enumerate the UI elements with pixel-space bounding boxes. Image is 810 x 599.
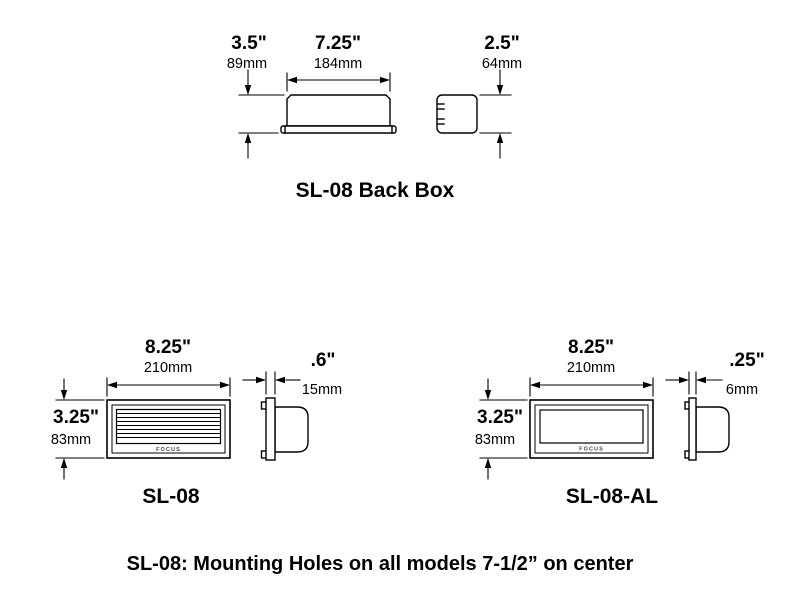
- sl08-depth-mm-label: 15mm: [302, 382, 342, 398]
- arrow-down-icon: [244, 85, 252, 95]
- sl08al-height-inch-label: 3.25": [477, 407, 523, 428]
- sl08al-inner-frame: [534, 404, 649, 454]
- sl08-width-mm-label: 210mm: [144, 360, 192, 376]
- sl08al-width-inch-label: 8.25": [568, 337, 614, 358]
- sl08-height-mm-label: 83mm: [51, 432, 91, 448]
- back-box-side-body: [436, 94, 478, 134]
- sl08-brand-label: FOCUS: [156, 447, 181, 453]
- arrow-right-icon: [643, 381, 653, 389]
- sl08-front-view: [106, 399, 231, 459]
- backbox-depth-mm-label: 64mm: [482, 56, 522, 72]
- mounting-holes-note: SL-08: Mounting Holes on all models 7-1/…: [127, 553, 634, 575]
- backbox-title: SL-08 Back Box: [296, 179, 455, 202]
- sl08-louver-frame: [115, 408, 222, 445]
- arrow-right-icon: [679, 376, 689, 384]
- backbox-depth-inch-label: 2.5": [484, 33, 519, 54]
- arrow-left-icon: [696, 376, 706, 384]
- arrow-up-icon: [60, 458, 68, 468]
- sl08al-height-mm-label: 83mm: [475, 432, 515, 448]
- arrow-left-icon: [107, 381, 117, 389]
- arrow-up-icon: [496, 133, 504, 143]
- sl08al-side-flange: [688, 397, 697, 461]
- sl08-height-dimension: [55, 378, 105, 480]
- sl08al-side-body: [695, 406, 730, 453]
- sl08al-aperture: [539, 409, 644, 444]
- sl08al-side-view: [684, 397, 730, 461]
- arrow-left-icon: [275, 376, 285, 384]
- arrow-right-icon: [256, 376, 266, 384]
- back-box-side-view: [436, 94, 478, 134]
- sl08al-height-dimension: [479, 378, 528, 480]
- backbox-height-inch-label: 3.5": [231, 33, 266, 54]
- back-box-front-view: [280, 94, 397, 134]
- arrow-down-icon: [496, 85, 504, 95]
- back-box-depth-dimension: [479, 69, 512, 159]
- arrow-right-icon: [220, 381, 230, 389]
- sl08al-depth-mm-label: 6mm: [726, 382, 758, 398]
- sl08al-depth-inch-label: .25": [729, 350, 764, 371]
- sl08-height-inch-label: 3.25": [53, 407, 99, 428]
- back-box-body: [286, 94, 391, 127]
- sl08-title: SL-08: [142, 485, 200, 508]
- arrow-down-icon: [484, 390, 492, 400]
- arrow-down-icon: [60, 390, 68, 400]
- arrow-right-icon: [380, 76, 390, 84]
- backbox-width-mm-label: 184mm: [314, 56, 362, 72]
- arrow-up-icon: [484, 458, 492, 468]
- sl08al-width-mm-label: 210mm: [567, 360, 615, 376]
- sl08-side-view: [260, 397, 309, 461]
- sl08al-width-dimension: [529, 377, 654, 397]
- backbox-width-inch-label: 7.25": [315, 33, 361, 54]
- arrow-up-icon: [244, 133, 252, 143]
- sl08al-depth-dimension: [665, 371, 723, 395]
- sl08-width-dimension: [106, 377, 231, 397]
- back-box-width-dimension: [286, 72, 391, 92]
- sl08-inner-frame: [111, 404, 226, 454]
- back-box-height-dimension: [238, 69, 285, 159]
- sl08-louver-slats: [116, 412, 221, 439]
- sl08-side-body: [274, 406, 309, 453]
- sl08-depth-dimension: [242, 371, 301, 395]
- back-box-lip: [280, 125, 397, 134]
- sl08al-front-view: [529, 399, 654, 459]
- sl08-depth-inch-label: .6": [311, 350, 336, 371]
- sl08-width-inch-label: 8.25": [145, 337, 191, 358]
- arrow-left-icon: [530, 381, 540, 389]
- sl08al-brand-label: FOCUS: [579, 447, 604, 453]
- arrow-left-icon: [287, 76, 297, 84]
- sl08-side-flange: [265, 397, 276, 461]
- backbox-height-mm-label: 89mm: [227, 56, 267, 72]
- sl08al-title: SL-08-AL: [566, 485, 658, 508]
